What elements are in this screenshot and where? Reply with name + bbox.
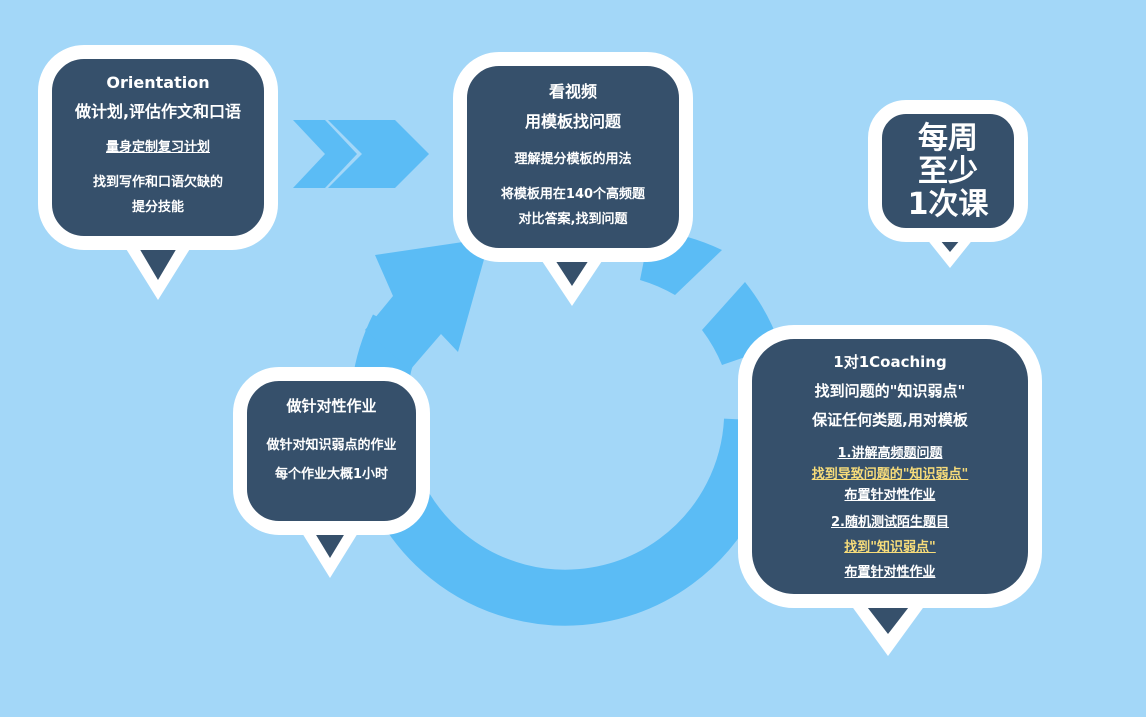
step-line: 理解提分模板的用法 <box>514 152 632 167</box>
step-subtitle: 保证任何类题,用对模板 <box>812 411 968 429</box>
coaching-item-2[interactable]: 2.随机测试陌生题目 <box>831 515 949 530</box>
frequency-bubble: 每周 至少 1次课 <box>868 100 1028 242</box>
step-title: 1对1Coaching <box>833 353 947 371</box>
step-line: 做针对知识弱点的作业 <box>266 438 397 453</box>
coaching-item-2-highlight[interactable]: 找到"知识弱点" <box>844 540 936 555</box>
frequency-line: 每周 <box>918 120 978 156</box>
cycle-arc <box>350 314 780 626</box>
step-video-bubble: 看视频 用模板找问题 理解提分模板的用法 将模板用在140个高频题 对比答案,找… <box>453 52 693 262</box>
step-homework-bubble: 做针对性作业 做针对知识弱点的作业 每个作业大概1小时 <box>233 367 430 535</box>
step-line: 找到写作和口语欠缺的 <box>92 175 223 190</box>
step-line: 将模板用在140个高频题 <box>500 187 646 202</box>
step-title: 看视频 <box>548 82 597 101</box>
step-subtitle: 用模板找问题 <box>524 112 621 131</box>
step-line: 对比答案,找到问题 <box>518 212 628 227</box>
step-subtitle: 找到问题的"知识弱点" <box>814 382 966 400</box>
frequency-line: 1次课 <box>907 186 989 222</box>
frequency-line: 至少 <box>918 153 978 189</box>
chevron-arrow-2 <box>328 120 429 188</box>
cycle-arrowhead <box>365 238 490 370</box>
coaching-item-1[interactable]: 1.讲解高频题问题 <box>837 446 943 461</box>
coaching-item-2-action[interactable]: 布置针对性作业 <box>844 565 936 580</box>
step-title: 做针对性作业 <box>286 397 377 415</box>
coaching-item-1-highlight[interactable]: 找到导致问题的"知识弱点" <box>811 467 969 482</box>
step-line: 提分技能 <box>131 200 184 215</box>
step-title: Orientation <box>106 73 210 92</box>
plan-link[interactable]: 量身定制复习计划 <box>105 140 210 155</box>
step-line: 每个作业大概1小时 <box>274 467 389 482</box>
step-subtitle: 做计划,评估作文和口语 <box>74 102 242 121</box>
step-orientation-bubble: Orientation 做计划,评估作文和口语 量身定制复习计划 找到写作和口语… <box>38 45 278 250</box>
coaching-item-1-action[interactable]: 布置针对性作业 <box>844 488 936 503</box>
step-coaching-bubble: 1对1Coaching 找到问题的"知识弱点" 保证任何类题,用对模板 1.讲解… <box>738 325 1042 608</box>
chevron-arrow-1 <box>293 120 357 188</box>
